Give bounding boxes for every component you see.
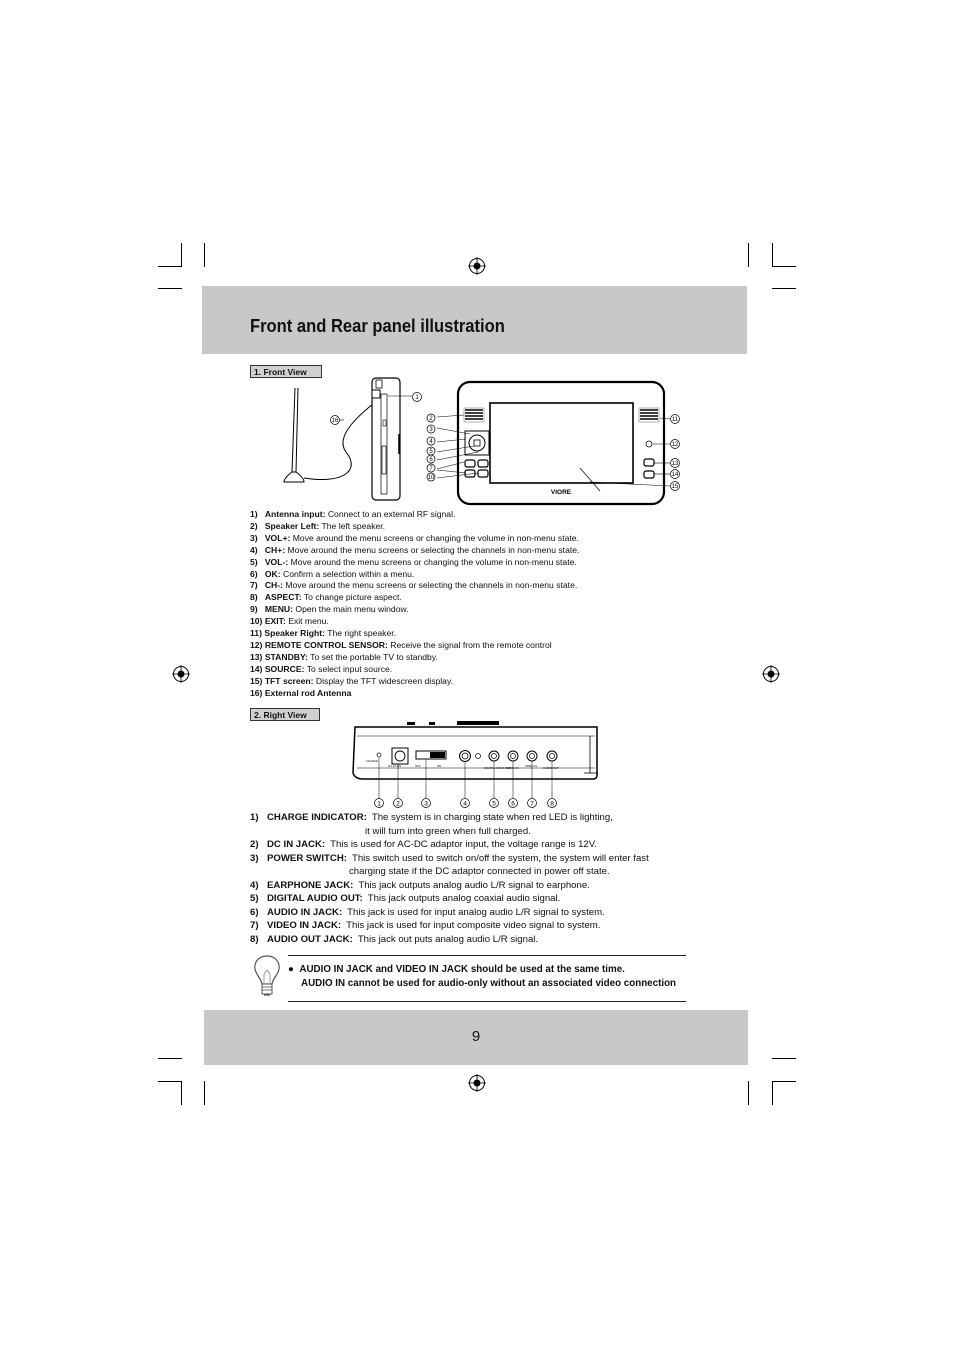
registration-mark-left <box>172 665 190 683</box>
page-title: Front and Rear panel illustration <box>250 316 505 336</box>
right-callout-4: 4 <box>463 801 467 808</box>
list-item: 4) CH+: Move around the menu screens or … <box>250 544 580 555</box>
front-view-label: 1. Front View <box>250 365 322 378</box>
callout-16: 16 <box>332 418 339 424</box>
callout-14: 14 <box>672 472 679 478</box>
list-item: 5) VOL-: Move around the menu screens or… <box>250 556 577 567</box>
callout-3: 3 <box>429 427 433 433</box>
page-number: 9 <box>471 1028 481 1045</box>
callout-12: 12 <box>672 442 679 448</box>
header-band: Front and Rear panel illustration <box>202 286 747 354</box>
registration-mark-bottom <box>468 1074 486 1092</box>
callout-10: 10 <box>428 475 435 481</box>
list-item: 2)DC IN JACK:This is used for AC-DC adap… <box>250 839 597 850</box>
list-item: 8)AUDIO OUT JACK:This jack out puts anal… <box>250 933 539 945</box>
callout-1: 1 <box>415 395 419 401</box>
note-line-1: AUDIO IN JACK and VIDEO IN JACK should b… <box>299 964 625 975</box>
callout-6: 6 <box>429 457 433 463</box>
footer-band: 9 <box>204 1010 748 1065</box>
right-callout-2: 2 <box>396 801 400 808</box>
port-label-audio-out: AUDIO OUT <box>543 766 559 770</box>
list-item-continuation: it will turn into green when full charge… <box>365 825 531 837</box>
list-item: 6)AUDIO IN JACK:This jack is used for in… <box>250 906 605 918</box>
right-view-list: 1)CHARGE INDICATOR:The system is in char… <box>250 811 700 946</box>
front-view-diagram: VIORE 1 16 2 <box>283 377 680 506</box>
list-item: 16) External rod Antenna <box>250 687 352 698</box>
port-label-off: OFF <box>415 764 421 768</box>
right-callout-7: 7 <box>530 801 534 808</box>
right-callout-8: 8 <box>550 801 554 808</box>
callout-7: 7 <box>429 466 433 472</box>
callout-15: 15 <box>672 484 679 490</box>
brand-logo: VIORE <box>551 489 572 496</box>
right-callout-5: 5 <box>492 801 496 808</box>
registration-mark-right <box>762 665 780 683</box>
lightbulb-icon <box>254 955 280 996</box>
callout-5: 5 <box>429 449 433 455</box>
list-item-continuation: charging state if the DC adaptor connect… <box>349 866 610 877</box>
list-item: 10) EXIT: Exit menu. <box>250 616 329 627</box>
list-item: 13) STANDBY: To set the portable TV to s… <box>250 651 438 662</box>
list-item: 3) VOL+: Move around the menu screens or… <box>250 532 579 543</box>
port-label-digital-audio-out: DIGITAL AUDIO OUT <box>484 766 511 770</box>
port-label-video-in: VIDEO IN <box>525 764 537 768</box>
list-item: 8) ASPECT: To change picture aspect. <box>250 592 402 603</box>
right-callout-1: 1 <box>377 801 381 808</box>
list-item: 1) Antenna input: Connect to an external… <box>250 509 456 519</box>
registration-mark-top <box>468 257 486 275</box>
bullet-icon: ● <box>288 964 300 975</box>
port-label-charge: CHARGE <box>366 759 378 763</box>
right-view-label: 2. Right View <box>250 708 320 721</box>
front-view-list: 1) Antenna input: Connect to an external… <box>250 509 680 700</box>
note-text: ● AUDIO IN JACK and VIDEO IN JACK should… <box>288 963 676 991</box>
callout-13: 13 <box>672 461 679 467</box>
list-item: 7)VIDEO IN JACK:This jack is used for in… <box>250 920 601 931</box>
right-callout-6: 6 <box>511 801 515 808</box>
right-callout-3: 3 <box>424 801 428 808</box>
port-label-dc-in: DC IN 12V <box>388 764 402 768</box>
list-item: 5)DIGITAL AUDIO OUT:This jack outputs an… <box>250 893 561 904</box>
list-item: 11) Speaker Right: The right speaker. <box>250 628 397 639</box>
right-view-diagram: CHARGE DC IN 12V OFF ON DIGITAL AUDIO OU… <box>352 721 598 808</box>
callout-2: 2 <box>429 416 433 422</box>
port-label-audio-in: AUDIO IN <box>506 766 518 770</box>
callout-4: 4 <box>429 439 433 445</box>
callout-11: 11 <box>672 417 679 423</box>
list-item: 9) MENU: Open the main menu window. <box>250 604 409 615</box>
list-item: 12) REMOTE CONTROL SENSOR: Receive the s… <box>250 639 552 650</box>
port-label-on: ON <box>437 764 441 768</box>
note-box: ● AUDIO IN JACK and VIDEO IN JACK should… <box>288 955 686 1002</box>
list-item: 1)CHARGE INDICATOR:The system is in char… <box>250 812 613 823</box>
list-item: 2) Speaker Left: The left speaker. <box>250 520 386 531</box>
list-item: 15) TFT screen: Display the TFT widescre… <box>250 675 454 686</box>
list-item: 14) SOURCE: To select input source. <box>250 663 393 674</box>
rod-antenna <box>283 387 379 483</box>
list-item: 4)EARPHONE JACK:This jack outputs analog… <box>250 879 590 891</box>
list-item: 7) CH-: Move around the menu screens or … <box>250 580 578 591</box>
side-view-unit <box>371 377 401 501</box>
list-item: 6) OK: Confirm a selection within a menu… <box>250 568 415 579</box>
note-line-2: AUDIO IN cannot be used for audio-only w… <box>301 978 677 989</box>
front-view-unit: VIORE <box>456 380 666 506</box>
list-item: 3)POWER SWITCH:This switch used to switc… <box>250 852 649 864</box>
